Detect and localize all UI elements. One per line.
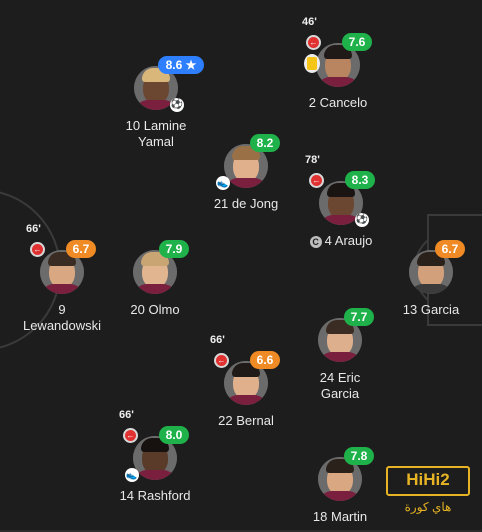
player-name: 20 Olmo: [130, 302, 180, 317]
player-card-bernal[interactable]: 66' ← 6.6 22 Bernal: [186, 334, 306, 429]
rating-badge: 7.6: [342, 33, 372, 51]
player-photo: 7.9: [133, 240, 189, 294]
rating-badge: 7.7: [344, 308, 374, 326]
player-photo: 66' ← 6.7: [26, 223, 96, 294]
player-name: 18 Martin: [312, 509, 368, 524]
sub-minute: 66': [26, 223, 41, 235]
player-photo: 6.7: [409, 240, 465, 294]
sub-minute: 66': [119, 409, 134, 421]
player-photo: 78' ← 8.3 ⚽: [305, 154, 375, 227]
rating-badge: 8.6 ★: [158, 56, 204, 74]
player-name: 21 de Jong: [213, 196, 279, 211]
hihi2-watermark-logo: HiHi2 هاي كورة: [386, 466, 470, 518]
rating-badge: 7.9: [159, 240, 189, 258]
player-card-olmo[interactable]: 7.9 20 Olmo: [95, 240, 215, 318]
rating-badge: 8.2: [250, 134, 280, 152]
player-card-martin[interactable]: 7.8 18 Martin: [280, 447, 400, 525]
player-name: 14 Rashford: [119, 488, 191, 503]
player-card-cancelo[interactable]: 46' ← 7.6 2 Cancelo: [278, 16, 398, 111]
player-photo: 46' ← 7.6: [302, 16, 372, 87]
player-name: 2 Cancelo: [308, 95, 368, 110]
sub-minute: 78': [305, 154, 320, 166]
sub-minute: 66': [210, 334, 225, 346]
sub-minute: 46': [302, 16, 317, 28]
sub-off-icon: ←: [214, 353, 229, 368]
sub-off-icon: ←: [123, 428, 138, 443]
sub-off-icon: ←: [306, 35, 321, 50]
player-name: 22 Bernal: [218, 413, 274, 428]
goal-ball-icon: ⚽: [355, 213, 369, 227]
yellow-card-icon: [304, 54, 320, 73]
player-photo: 8.2 👟: [216, 134, 280, 190]
sub-off-icon: ←: [30, 242, 45, 257]
player-photo: 66' ← 6.6: [210, 334, 280, 405]
rating-badge: 8.3: [345, 171, 375, 189]
captain-icon: C: [309, 236, 322, 248]
rating-badge: 7.8: [344, 447, 374, 465]
rating-badge: 8.0: [159, 426, 189, 444]
player-card-garcia-gk[interactable]: 6.7 13 Garcia: [371, 240, 482, 318]
rating-badge: 6.6: [250, 351, 280, 369]
player-card-rashford[interactable]: 66' ← 8.0 👟 14 Rashford: [95, 409, 215, 504]
player-photo: 7.8: [318, 447, 374, 501]
player-photo: 66' ← 8.0 👟: [119, 409, 189, 482]
player-card-dejong[interactable]: 8.2 👟 21 de Jong: [186, 134, 306, 212]
assist-boot-icon: 👟: [125, 468, 139, 482]
player-photo: 8.6 ★ ⚽: [134, 56, 204, 112]
rating-badge: 6.7: [435, 240, 465, 258]
sub-off-icon: ←: [309, 173, 324, 188]
player-name: 13 Garcia: [402, 302, 460, 317]
goal-ball-icon: ⚽: [170, 98, 184, 112]
rating-badge: 6.7: [66, 240, 96, 258]
assist-boot-icon: 👟: [216, 176, 230, 190]
player-photo: 7.7: [318, 308, 374, 362]
